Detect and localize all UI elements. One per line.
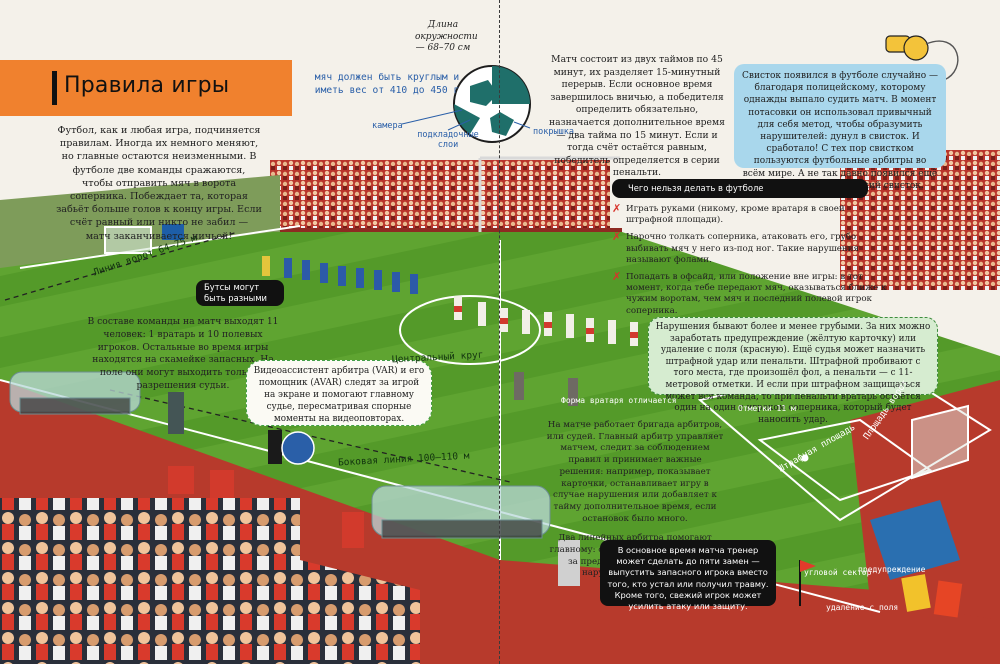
corner-sector-label: угловой сектор — [804, 568, 872, 577]
dugout-left — [9, 371, 141, 415]
whistle-icon — [885, 35, 959, 81]
page-title: Правила игры — [64, 73, 230, 98]
warning-card-label: предупреждение — [858, 565, 926, 574]
forbidden-item-text: Попадать в офсайд, или положение вне игр… — [626, 272, 887, 316]
boots-note: Бутсы могут быть разными — [196, 280, 284, 306]
whistle-info-box: Свисток появился в футболе случайно — бл… — [734, 64, 946, 191]
forbidden-item-text: Нарочно толкать соперника, атаковать его… — [626, 232, 859, 265]
team-composition-text: В составе команды на матч выходят 11 чел… — [87, 316, 279, 391]
cross-icon: ✗ — [612, 230, 622, 244]
far-goal — [104, 226, 152, 254]
match-duration-text: Матч состоит из двух таймов по 45 минут,… — [549, 54, 725, 179]
referee-paragraph: На матче работает бригада арбитров, или … — [546, 420, 724, 524]
corner-flag-icon — [799, 560, 816, 606]
ball-bladder-label: подкладочные слои — [417, 130, 479, 150]
fouls-info-box: Нарушения бывают более и менее грубыми. … — [648, 317, 938, 425]
forbidden-item-text: Играть руками (никому, кроме вратаря в с… — [626, 204, 845, 226]
page-spine — [499, 0, 500, 664]
cross-icon: ✗ — [612, 270, 622, 284]
team-blue — [262, 256, 418, 294]
dugout-right — [371, 485, 551, 539]
forbidden-item: ✗ Нарочно толкать соперника, атаковать е… — [612, 230, 894, 266]
var-info-box: Видеоассистент арбитра (VAR) и его помощ… — [246, 360, 432, 426]
fans-crowd — [0, 498, 300, 664]
title-bar — [0, 60, 292, 116]
ball-requirement-note: мяч должен быть круглым и иметь вес от 4… — [314, 72, 460, 96]
keeper-kit-label: Форма вратаря отличается — [561, 396, 677, 405]
coach-substitution-box: В основное время матча тренер может сдел… — [600, 540, 776, 611]
ball-icon — [453, 65, 531, 143]
near-goal — [911, 404, 969, 480]
forbidden-list: ✗ Играть руками (никому, кроме вратаря в… — [612, 200, 894, 323]
title-accent — [52, 71, 57, 105]
ball-circumference-label: Длина окружности — 68–70 см — [415, 20, 478, 53]
sendoff-card-label: удаление с поля — [826, 603, 899, 612]
cross-icon: ✗ — [612, 202, 622, 215]
forbidden-item: ✗ Попадать в офсайд, или положение вне и… — [612, 270, 894, 317]
ball-camera-label: камера — [372, 121, 403, 131]
intro-text: Футбол, как и любая игра, подчиняется пр… — [56, 125, 262, 242]
red-card-icon — [933, 580, 963, 618]
team-red — [454, 296, 638, 406]
penalty-marks-label: Отметки 11 м — [738, 404, 796, 413]
yellow-card-icon — [901, 574, 931, 612]
ball-cover-label: покрышка — [533, 127, 574, 137]
forbidden-title: Чего нельзя делать в футболе — [612, 179, 868, 198]
forbidden-item: ✗ Играть руками (никому, кроме вратаря в… — [612, 202, 894, 226]
